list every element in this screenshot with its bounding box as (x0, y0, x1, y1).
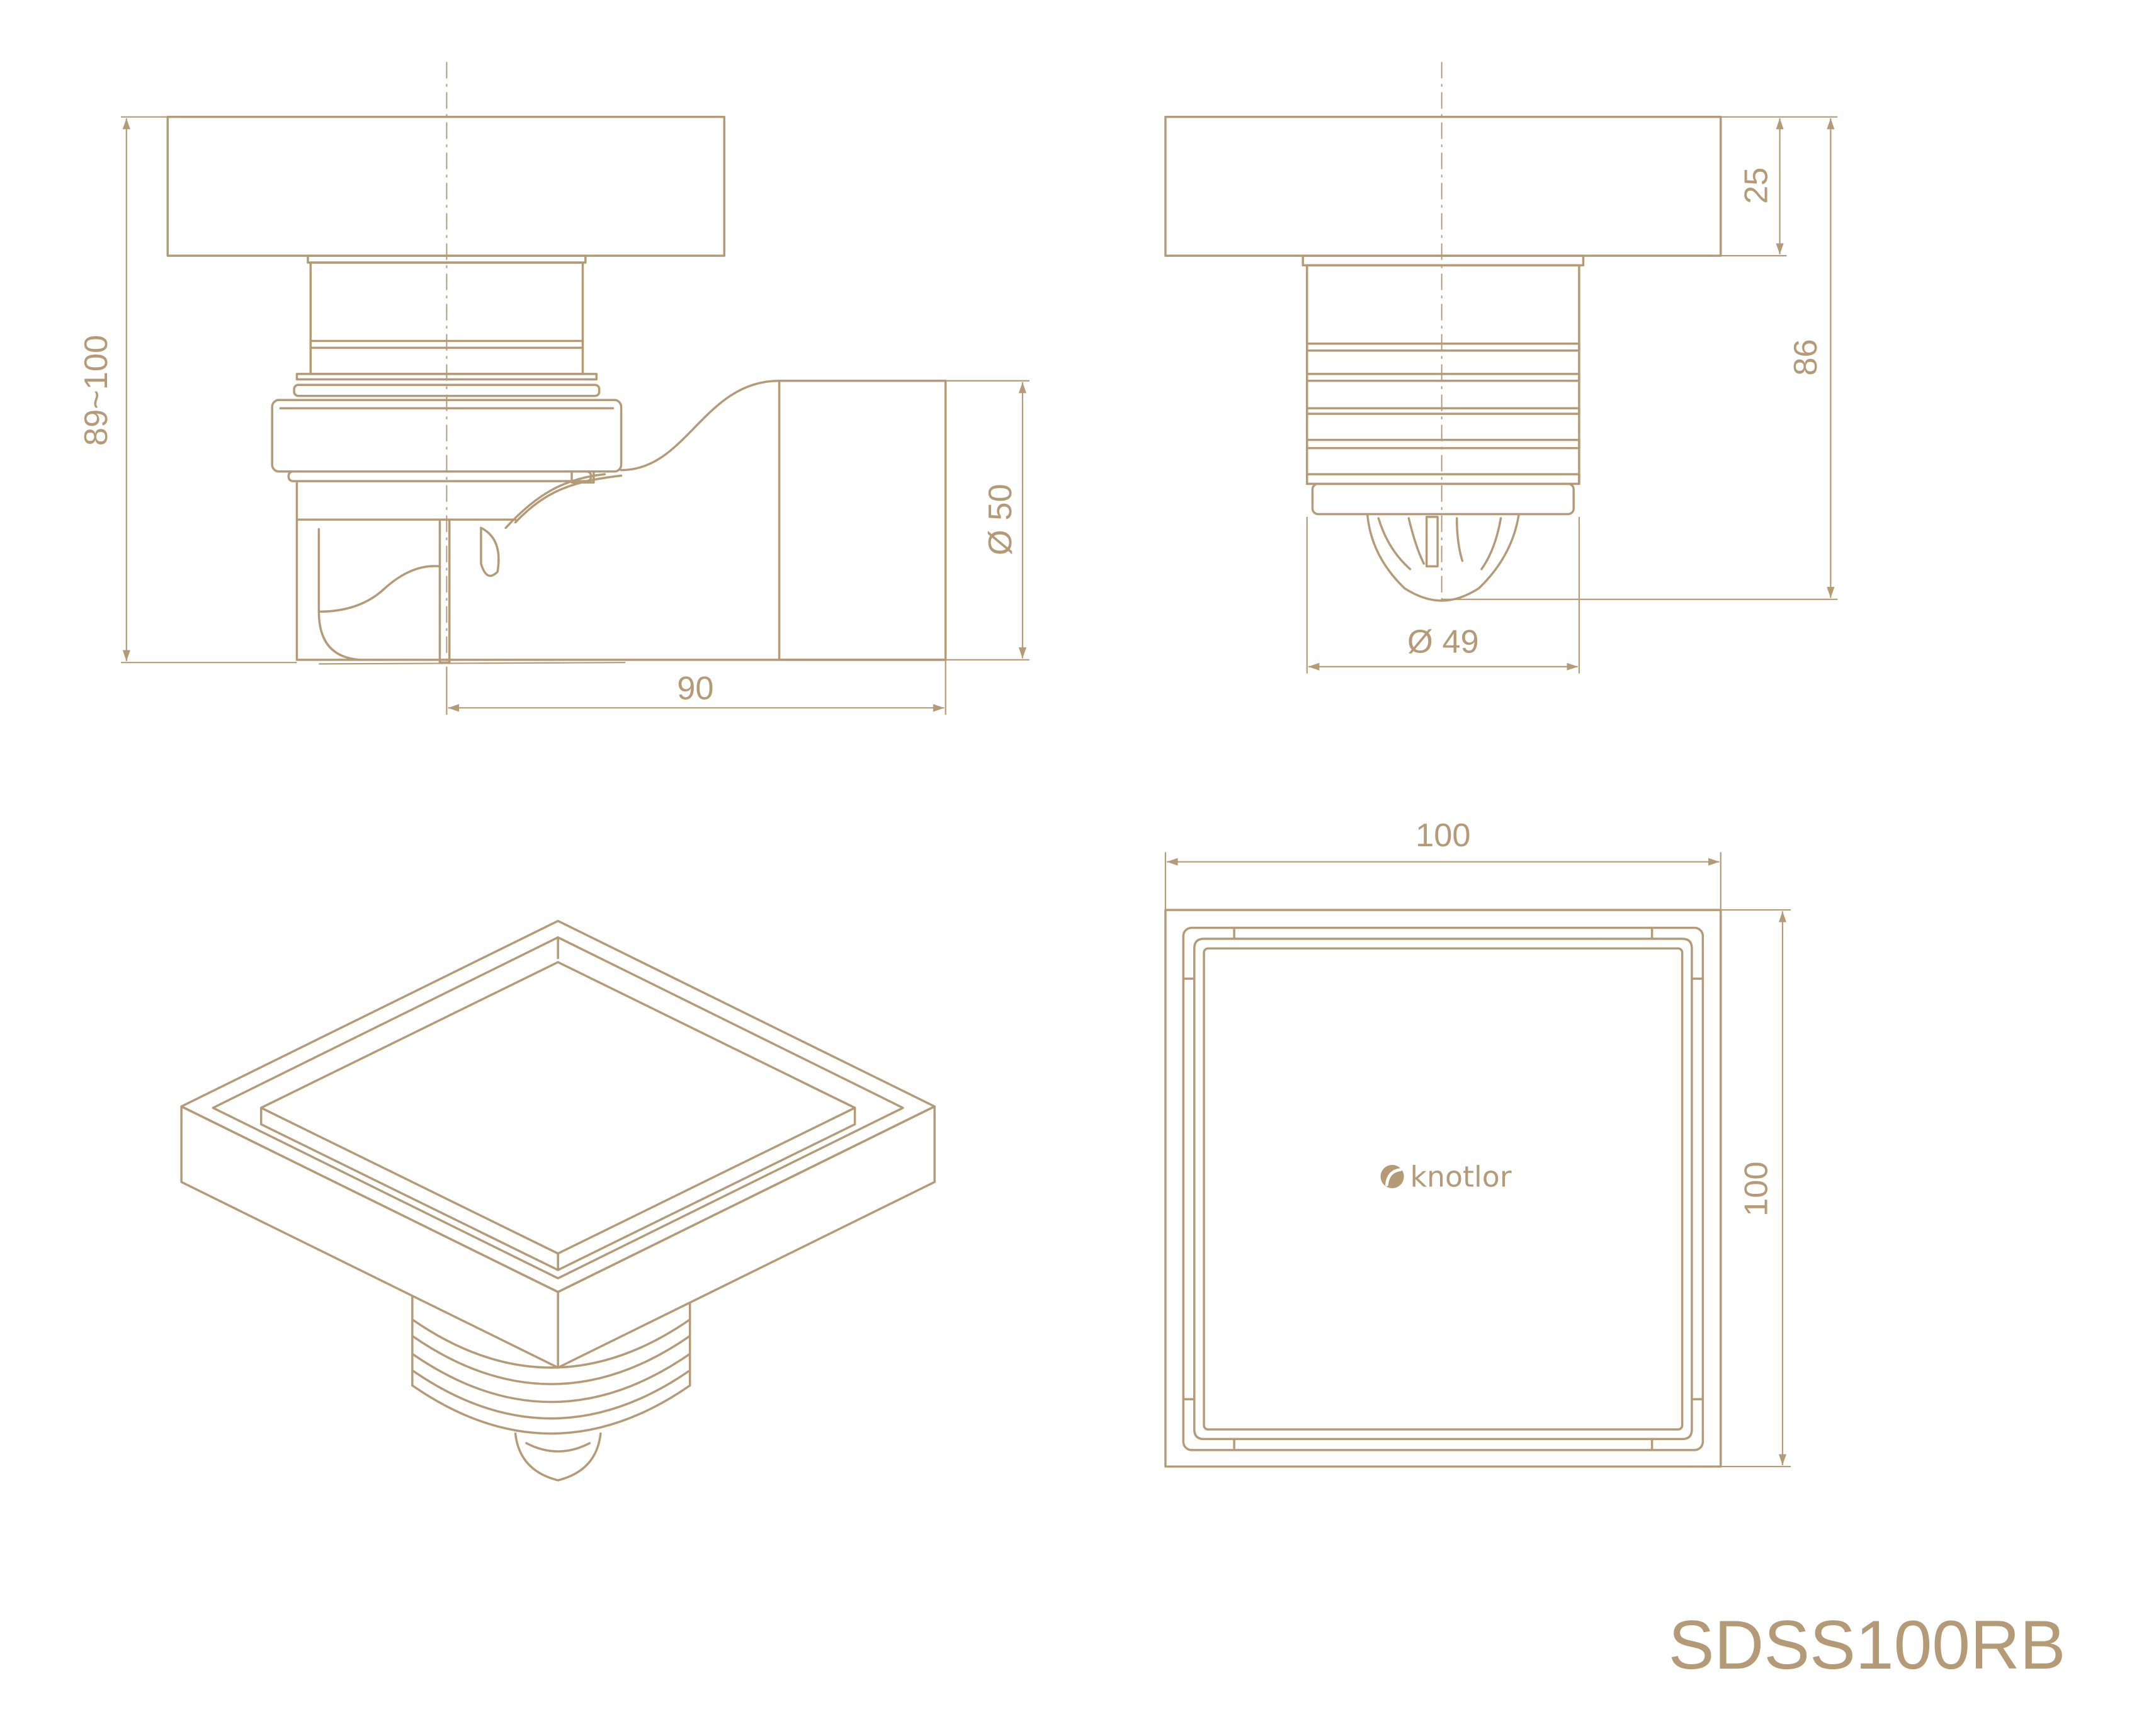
strainer-rib (1480, 517, 1502, 570)
cover-plate (1164, 115, 1722, 257)
plate-height-label: 25 (1738, 167, 1774, 204)
trap-water-line (317, 565, 441, 613)
cover-plate (166, 115, 726, 257)
thread-body-bottom (411, 1384, 691, 1435)
corner-clip-top-right (1650, 926, 1704, 980)
thread-band (411, 1318, 691, 1369)
strainer-rib (1377, 517, 1412, 570)
elbow-lower-curve (514, 474, 623, 524)
strainer-cap-edge (525, 1442, 591, 1453)
isometric-view (180, 919, 936, 1482)
body-diameter-label: Ø 49 (1407, 623, 1479, 660)
leaf-icon-cut (1385, 1168, 1402, 1187)
strainer-rib (1407, 517, 1426, 565)
elbow-clip (570, 470, 595, 484)
front-view: 25 86 Ø 49 (1164, 62, 1838, 674)
corner-clip-bottom-left (1182, 1398, 1235, 1451)
strainer-basket (1366, 514, 1520, 602)
width-dimension-label: 100 (1415, 817, 1470, 854)
thread-band (411, 1334, 691, 1385)
grate-plate (1203, 947, 1684, 1431)
thread-band (1305, 473, 1580, 485)
outlet-length-label: 90 (677, 671, 713, 707)
trap-pin (438, 518, 451, 664)
trap-inner-wall (317, 528, 361, 661)
thread-band (1305, 438, 1580, 450)
height-dimension-label: 89~100 (78, 335, 115, 446)
frame-top-face (180, 919, 936, 1293)
strainer-cap (514, 1432, 602, 1482)
outlet-pipe (778, 379, 947, 661)
thread-band (411, 1353, 691, 1404)
thread-band (1305, 373, 1580, 382)
brand-logo: knotlor (1380, 1160, 1512, 1194)
thread-band (411, 1369, 691, 1420)
body-base (1311, 482, 1575, 516)
logo-text: knotlor (1410, 1160, 1511, 1194)
body-height-label: 86 (1788, 339, 1824, 375)
collar (293, 383, 601, 397)
frame-outer (1164, 909, 1722, 1468)
ring-base (287, 470, 593, 482)
frame-inner (1182, 926, 1704, 1451)
corner-clip-bottom-right (1650, 1398, 1704, 1451)
strainer-rib (1455, 517, 1464, 562)
base-line-inner (319, 662, 626, 665)
strainer-stem (1425, 516, 1439, 568)
thread-band (1305, 407, 1580, 415)
elbow-upper-curve (620, 379, 781, 472)
body-band (295, 373, 598, 381)
flange (1302, 254, 1585, 267)
elbow-lower-curve (504, 473, 606, 530)
top-view: knotlor 100 100 (1164, 817, 1791, 1468)
corner-clip-top-left (1182, 926, 1235, 980)
trap-hook (480, 526, 500, 577)
depth-dimension-label: 100 (1738, 1161, 1774, 1216)
thread-band (1305, 343, 1580, 352)
model-number: SDSS100RB (1669, 1607, 2066, 1684)
frame-inner-rim (212, 936, 904, 1279)
side-view: 89~100 Ø 50 90 (78, 62, 1029, 715)
outlet-diameter-label: Ø 50 (982, 484, 1019, 555)
